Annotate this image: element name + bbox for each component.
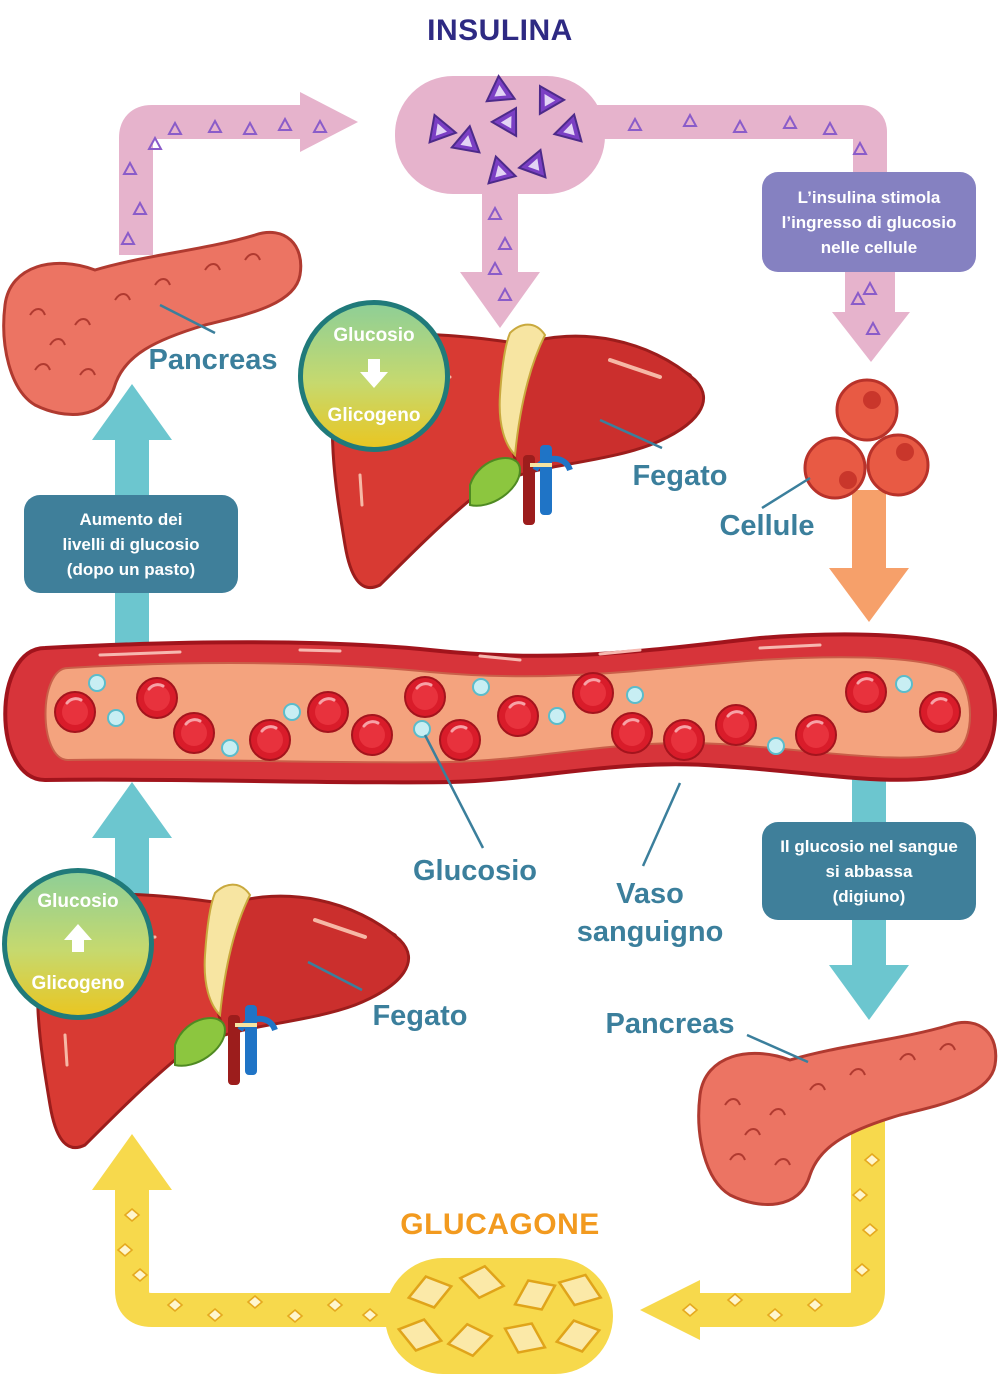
insulin-title: INSULINA bbox=[427, 14, 573, 47]
pancreas-bottom bbox=[697, 1020, 998, 1207]
glucose-drop-line1: Il glucosio nel sangue bbox=[780, 836, 958, 856]
glucose-drop-line3: (digiuno) bbox=[832, 886, 906, 906]
cells-to-blood-arrow bbox=[829, 490, 909, 622]
pancreas-bottom-label: Pancreas bbox=[605, 1008, 735, 1040]
liver-top-label: Fegato bbox=[632, 460, 728, 492]
glucose-rise-box: Aumento dei livelli di glucosio (dopo un… bbox=[24, 495, 238, 593]
glycogenesis-from: Glucosio bbox=[333, 325, 415, 346]
cells-cluster bbox=[803, 378, 930, 500]
glucose-label: Glucosio bbox=[412, 855, 538, 887]
cells-label: Cellule bbox=[719, 510, 815, 542]
glycogenesis-to: Glicogeno bbox=[327, 405, 421, 426]
glucagon-title: GLUCAGONE bbox=[400, 1208, 600, 1241]
pancreas-top bbox=[2, 230, 303, 417]
leader-lines bbox=[159, 303, 811, 1064]
vessel-label-line2: sanguigno bbox=[576, 916, 724, 948]
arrow-down-icon bbox=[360, 359, 388, 388]
vessel-label-line1: Vaso bbox=[616, 878, 684, 910]
liver-bottom-label: Fegato bbox=[372, 1000, 468, 1032]
pancreas-top-label: Pancreas bbox=[148, 344, 278, 376]
glycogenesis-badge: Glucosio Glicogeno bbox=[298, 300, 450, 452]
glucose-rise-line3: (dopo un pasto) bbox=[66, 559, 196, 579]
glucagon-pathway bbox=[92, 1080, 885, 1374]
insulin-effect-line3: nelle cellule bbox=[820, 237, 918, 257]
glycogenolysis-badge: Glucosio Glicogeno bbox=[2, 868, 154, 1020]
glucose-drop-box: Il glucosio nel sangue si abbassa (digiu… bbox=[762, 822, 976, 920]
glucose-drop-line2: si abbassa bbox=[825, 861, 913, 881]
vessel-label: Vaso sanguigno bbox=[555, 875, 745, 951]
glucose-rise-line2: livelli di glucosio bbox=[62, 534, 200, 554]
insulin-effect-line1: L’insulina stimola bbox=[797, 187, 941, 207]
glycogenolysis-top-text: Glucosio bbox=[37, 891, 119, 912]
arrow-up-icon bbox=[64, 924, 92, 952]
insulin-effect-line2: l’ingresso di glucosio bbox=[781, 212, 957, 232]
insulin-effect-box: L’insulina stimola l’ingresso di glucosi… bbox=[762, 172, 976, 272]
glucose-rise-line1: Aumento dei bbox=[79, 509, 183, 529]
glycogenolysis-bottom-text: Glicogeno bbox=[31, 973, 125, 994]
